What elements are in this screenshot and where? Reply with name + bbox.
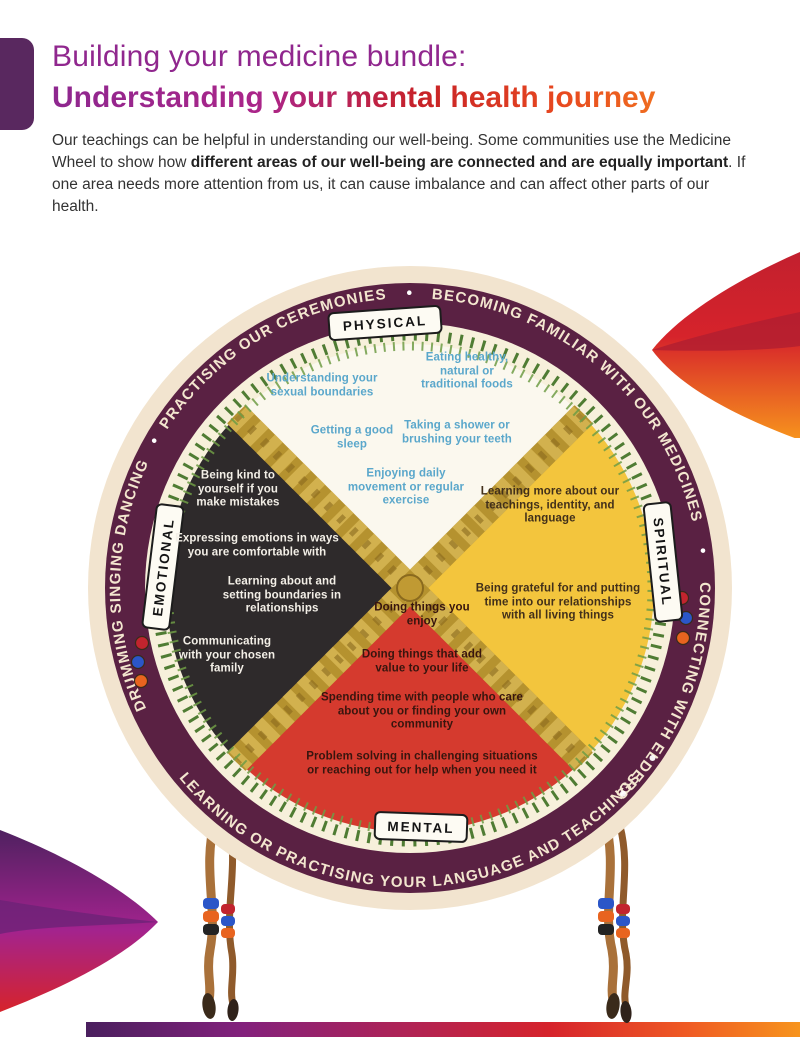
page-title-line2: Understanding your mental health journey bbox=[52, 81, 760, 115]
physical-item: Enjoying daily movement or regular exerc… bbox=[347, 467, 465, 507]
mental-label: MENTAL bbox=[387, 819, 455, 836]
braid-knot bbox=[396, 574, 424, 602]
header: Building your medicine bundle: Understan… bbox=[52, 40, 760, 218]
bead bbox=[598, 911, 614, 922]
medicine-wheel: DRUMMING SINGING DANCING • PRACTISING OU… bbox=[60, 248, 760, 1037]
physical-item: Taking a shower or brushing your teeth bbox=[402, 419, 512, 445]
dot bbox=[127, 765, 135, 773]
bead bbox=[203, 898, 219, 909]
feather-tip bbox=[202, 993, 216, 1019]
emotional-item: Being kind to yourself if you make mista… bbox=[196, 469, 280, 509]
bead bbox=[616, 928, 630, 938]
dot bbox=[84, 670, 92, 678]
bead bbox=[133, 673, 149, 689]
bead bbox=[203, 911, 219, 922]
emotional-item: Expressing emotions in ways you are comf… bbox=[175, 532, 339, 558]
feather-tip bbox=[227, 999, 239, 1021]
bead bbox=[221, 904, 235, 914]
quadrant-mental bbox=[237, 588, 583, 832]
dot bbox=[102, 719, 110, 727]
physical-item: Eating healthy, natural or traditional f… bbox=[421, 351, 513, 391]
spiritual-item: Learning more about our teachings, ident… bbox=[480, 485, 620, 525]
spiritual-banner: SPIRITUAL bbox=[642, 501, 684, 623]
greenery-ring bbox=[163, 341, 657, 835]
bead bbox=[616, 904, 630, 914]
dot bbox=[649, 755, 656, 761]
bead bbox=[221, 916, 235, 926]
ring-separator-dot: • bbox=[406, 285, 412, 302]
swoosh-fold bbox=[0, 900, 158, 934]
emotional-item: Communicating with your chosen family bbox=[178, 635, 276, 675]
ring-dot: • bbox=[406, 285, 412, 302]
right-straps bbox=[598, 815, 632, 1023]
mental-banner: MENTAL bbox=[373, 811, 469, 843]
dot bbox=[192, 839, 200, 847]
mental-item: Spending time with people who care about… bbox=[320, 691, 524, 731]
emotional-item: Learning about and setting boundaries in… bbox=[222, 575, 342, 615]
intro-paragraph: Our teachings can be helpful in understa… bbox=[52, 130, 758, 218]
mental-item: Doing things you enjoy bbox=[374, 601, 470, 627]
feather-tip bbox=[620, 1001, 632, 1023]
bead bbox=[675, 630, 691, 646]
bead bbox=[130, 654, 146, 670]
quadrant-emotional bbox=[166, 415, 410, 761]
bead bbox=[134, 635, 150, 651]
physical-label: PHYSICAL bbox=[342, 313, 427, 334]
strap bbox=[616, 822, 631, 1010]
intro-text-after: . If one area needs more attention from … bbox=[52, 154, 746, 215]
bottom-gradient-bar bbox=[86, 1022, 800, 1037]
banner-box bbox=[327, 304, 443, 342]
page-title: Building your medicine bundle: Understan… bbox=[52, 40, 760, 115]
sweetgrass-braid bbox=[224, 402, 596, 774]
mental-item: Doing things that add value to your life bbox=[361, 648, 483, 674]
bottom-left-decoration bbox=[0, 830, 158, 1012]
bead bbox=[598, 924, 614, 935]
quadrant-spiritual bbox=[410, 415, 654, 761]
emotional-banner: EMOTIONAL bbox=[141, 503, 185, 631]
banner-box bbox=[141, 503, 185, 631]
intro-text-before: Our teachings can be helpful in understa… bbox=[52, 132, 731, 171]
ring-separator-dot: • bbox=[693, 547, 711, 555]
bead bbox=[221, 928, 235, 938]
dot bbox=[620, 790, 626, 797]
quadrant-physical bbox=[237, 344, 583, 588]
strap bbox=[204, 815, 220, 1005]
bead bbox=[203, 924, 219, 935]
mental-item: Problem solving in challenging situation… bbox=[306, 750, 538, 776]
physical-item: Getting a good sleep bbox=[310, 424, 394, 450]
bead bbox=[598, 898, 614, 909]
strap bbox=[600, 815, 618, 1005]
swoosh-fold bbox=[652, 312, 800, 351]
ring-dot: • bbox=[693, 547, 711, 555]
medicine-wheel-graphic: DRUMMING SINGING DANCING • PRACTISING OU… bbox=[84, 266, 732, 1023]
dot bbox=[159, 807, 166, 815]
top-left-accent-tab bbox=[0, 38, 34, 130]
physical-banner: PHYSICAL bbox=[327, 304, 443, 342]
strap bbox=[225, 822, 237, 1008]
page-title-line1: Building your medicine bundle: bbox=[52, 40, 467, 73]
banner-box bbox=[642, 501, 684, 623]
left-straps bbox=[202, 815, 239, 1021]
top-right-decoration bbox=[652, 252, 800, 438]
physical-item: Understanding your sexual boundaries bbox=[266, 372, 378, 398]
feather-tip bbox=[606, 993, 620, 1019]
banner-box bbox=[373, 811, 469, 843]
intro-text-bold: different areas of our well-being are co… bbox=[190, 154, 729, 171]
decorative-dots bbox=[84, 670, 656, 847]
spiritual-item: Being grateful for and putting time into… bbox=[475, 582, 641, 622]
bead bbox=[616, 916, 630, 926]
